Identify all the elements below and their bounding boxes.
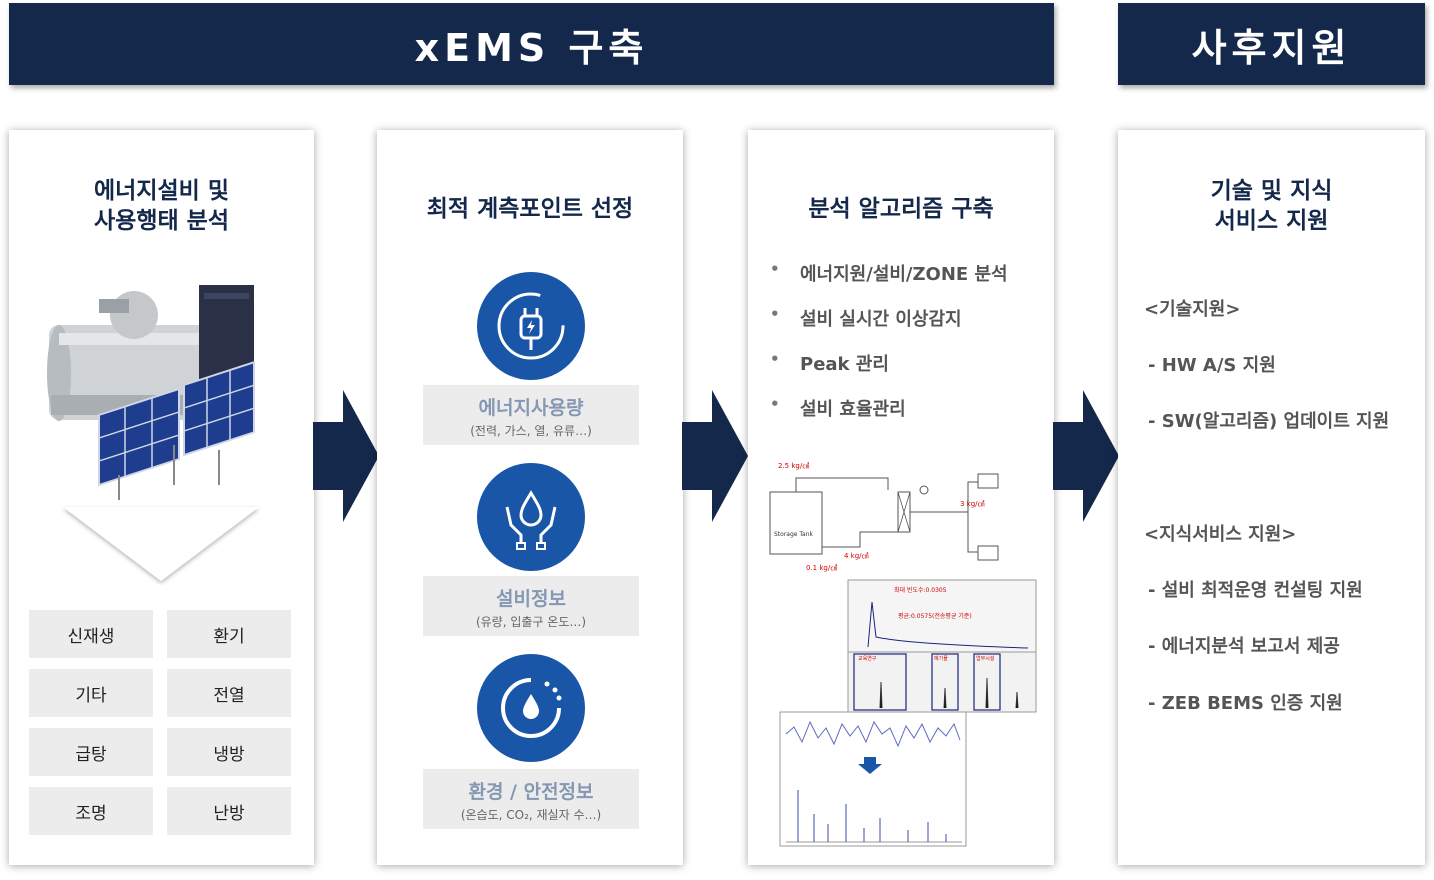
bullet-item: 설비 실시간 이상감지 [770,305,1008,350]
panel-analysis-algorithm: 분석 알고리즘 구축 에너지원/설비/ZONE 분석 설비 실시간 이상감지 P… [748,130,1054,865]
category-outlet: 전열 [167,669,291,717]
analysis-graphics: Storage Tank 2.5 kg/㎠ 3 kg/㎠ 4 kg/㎠ 0.1 … [768,452,1037,847]
plug-icon [477,272,585,380]
down-chevron-icon [63,507,259,581]
chart-tag3-label: 업무시설 [976,655,995,662]
panel4-title-line2: 서비스 지원 [1214,208,1329,234]
energy-usage-box: 에너지사용량 (전력, 가스, 열, 유류…) [423,385,639,445]
after-support-banner-title: 사후지원 [1191,25,1352,70]
category-ventilation: 환기 [167,610,291,658]
chart-tag1-label: 교육연구 [858,655,877,662]
panel-equipment-analysis: 에너지설비 및 사용행태 분석 [9,130,314,865]
panel4-title-line1: 기술 및 지식 [1210,178,1333,204]
equipment-info-box: 설비정보 (유량, 입출구 온도…) [423,576,639,636]
chart-stat1-label: 최대 빈도수:0.0305 [894,586,947,594]
diagram-flow2-label: 3 kg/㎠ [960,500,985,508]
environment-safety-box: 환경 / 안전정보 (온습도, CO₂, 재실자 수…) [423,769,639,829]
panel2-title: 최적 계측포인트 선정 [426,196,634,222]
equipment-info-sub: (유량, 입출구 온도…) [475,615,587,629]
chart-tag2-label: 예기물 [934,655,948,662]
category-renewable: 신재생 [29,610,153,658]
right-arrow-icon [313,390,379,522]
algorithm-bullet-list: 에너지원/설비/ZONE 분석 설비 실시간 이상감지 Peak 관리 설비 효… [770,260,1008,440]
category-heating: 난방 [167,787,291,835]
xems-banner: xEMS 구축 [9,3,1054,85]
right-arrow-icon [682,390,748,522]
knowledge-item-report: - 에너지분석 보고서 제공 [1148,636,1340,657]
category-other: 기타 [29,669,153,717]
right-arrow-icon [1053,390,1119,522]
after-support-banner: 사후지원 [1118,3,1425,85]
knowledge-item-zeb: - ZEB BEMS 인증 지원 [1148,693,1343,714]
knowledge-support-header: <지식서비스 지원> [1144,524,1297,545]
equipment-illustration [47,285,255,500]
category-hot-water: 급탕 [29,728,153,776]
environment-safety-sub: (온습도, CO₂, 재실자 수…) [460,808,602,822]
xems-banner-title: xEMS 구축 [414,25,649,70]
energy-usage-sub: (전력, 가스, 열, 유류…) [470,424,592,438]
tech-item-hw: - HW A/S 지원 [1148,355,1276,376]
diagram-flow4-label: 0.1 kg/㎠ [806,564,837,572]
panel1-title: 에너지설비 및 사용행태 분석 [9,176,314,236]
diagram-storage-tank-label: Storage Tank [774,531,814,538]
panel1-title-line2: 사용행태 분석 [94,208,229,234]
tech-item-sw: - SW(알고리즘) 업데이트 지원 [1148,411,1390,432]
knowledge-item-consulting: - 설비 최적운영 컨설팅 지원 [1148,580,1363,601]
hands-water-icon [477,463,585,571]
chart-stat2-label: 평균:0.0575(전송평균 기준) [898,612,972,620]
equipment-info-label: 설비정보 [496,588,566,610]
category-lighting: 조명 [29,787,153,835]
diagram-flow1-label: 2.5 kg/㎠ [778,462,809,470]
panel1-title-line1: 에너지설비 및 [94,178,229,204]
panel-support-services: 기술 및 지식 서비스 지원 <기술지원> - HW A/S 지원 - SW(알… [1118,130,1425,865]
diagram-flow3-label: 4 kg/㎠ [844,552,869,560]
panel3-title: 분석 알고리즘 구축 [808,196,994,222]
tech-support-header: <기술지원> [1144,299,1241,320]
bullet-item: 설비 효율관리 [770,395,1008,440]
panel-measurement-points: 최적 계측포인트 선정 에너지사용량 (전력, 가스, 열, 유류…) 설비정보… [377,130,683,865]
category-cooling: 냉방 [167,728,291,776]
bullet-item: 에너지원/설비/ZONE 분석 [770,260,1008,305]
environment-safety-label: 환경 / 안전정보 [468,781,594,803]
energy-usage-label: 에너지사용량 [478,397,584,419]
bullet-item: Peak 관리 [770,350,1008,395]
panel4-title: 기술 및 지식 서비스 지원 [1118,176,1425,236]
water-drop-icon [477,654,585,762]
